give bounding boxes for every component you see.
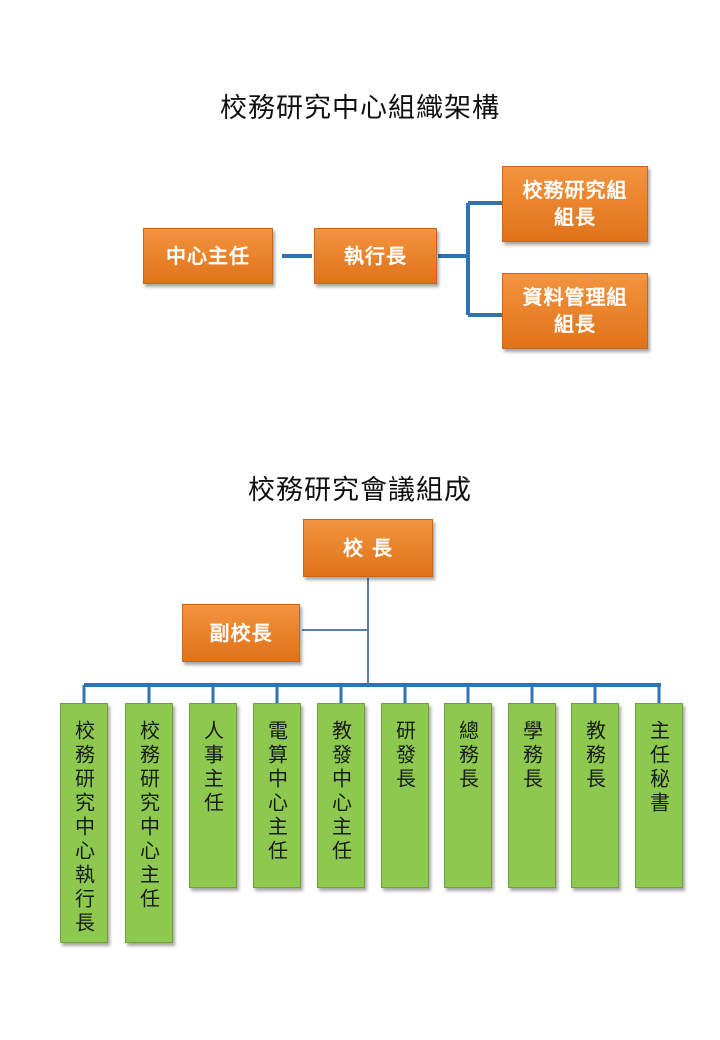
member-node: 總務長 <box>444 703 492 888</box>
node-vice-president: 副校長 <box>182 604 300 662</box>
node-president-label: 校 長 <box>343 535 393 560</box>
member-node-label: 校務研究中心執行長 <box>71 720 96 936</box>
node-research-leader: 校務研究組 組長 <box>502 166 648 242</box>
node-executive-label: 執行長 <box>344 243 407 268</box>
node-president: 校 長 <box>303 519 433 577</box>
member-node-label: 學務長 <box>519 720 544 792</box>
member-node-label: 人事主任 <box>200 720 225 816</box>
member-node: 電算中心主任 <box>253 703 301 888</box>
member-node: 教發中心主任 <box>317 703 365 888</box>
node-research-leader-label: 校務研究組 組長 <box>522 178 628 229</box>
diagram1-title: 校務研究中心組織架構 <box>220 93 500 124</box>
member-node: 校務研究中心執行長 <box>60 703 108 943</box>
node-director-label: 中心主任 <box>166 243 250 268</box>
node-data-leader-label: 資料管理組 組長 <box>522 285 628 336</box>
node-executive: 執行長 <box>314 228 437 284</box>
node-data-leader: 資料管理組 組長 <box>502 273 648 349</box>
member-node-label: 校務研究中心主任 <box>136 720 161 912</box>
diagram2-title: 校務研究會議組成 <box>248 475 472 506</box>
member-node-label: 教務長 <box>582 720 607 792</box>
member-node: 校務研究中心主任 <box>125 703 173 943</box>
member-node-label: 總務長 <box>455 720 480 792</box>
member-node-label: 教發中心主任 <box>328 720 353 864</box>
member-node: 研發長 <box>381 703 429 888</box>
member-node-label: 研發長 <box>392 720 417 792</box>
member-node: 人事主任 <box>189 703 237 888</box>
node-vice-president-label: 副校長 <box>209 620 273 645</box>
member-node: 教務長 <box>571 703 619 888</box>
member-node: 主任秘書 <box>635 703 683 888</box>
member-node-label: 電算中心主任 <box>264 720 289 864</box>
member-node-label: 主任秘書 <box>646 720 671 816</box>
node-director: 中心主任 <box>143 228 273 284</box>
member-node: 學務長 <box>508 703 556 888</box>
